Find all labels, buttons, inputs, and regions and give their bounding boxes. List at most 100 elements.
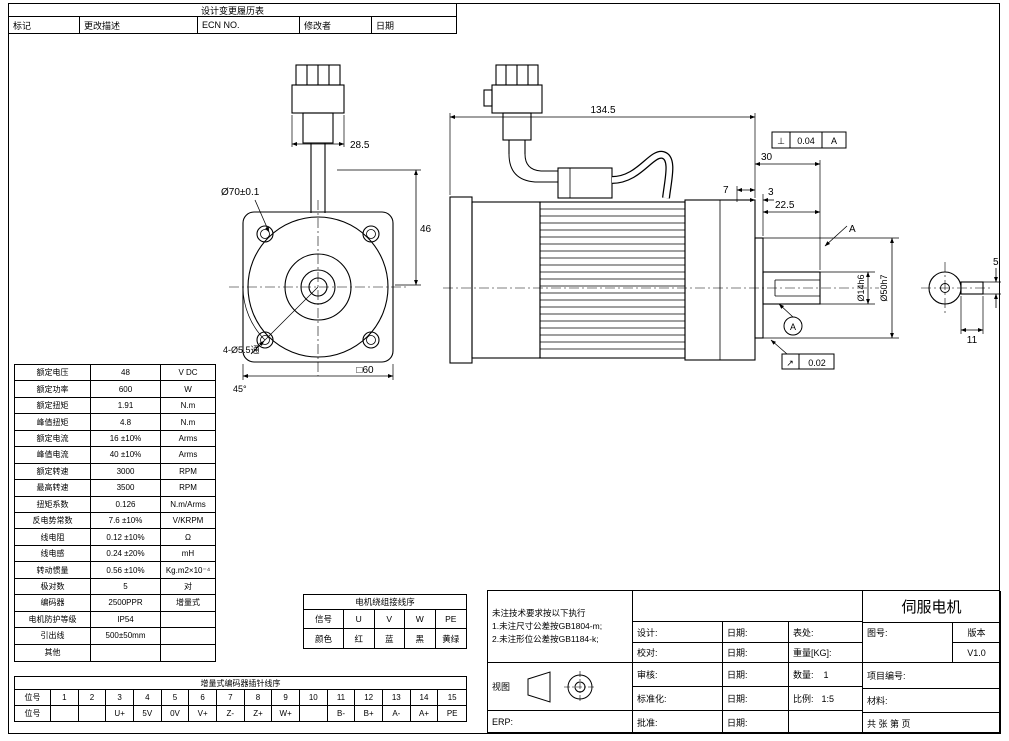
erp-label: ERP: [492,717,514,727]
version-value-cell: V1.0 [953,643,1001,663]
dim-rear-step: 7 [723,185,729,196]
quantity-label: 数量: [793,670,814,680]
spec-value: 40 ±10% [91,447,161,464]
shaft-section-view: 5 11 [921,257,1001,346]
runout-icon: ↗ [786,358,794,368]
scale-cell: 比例: 1:5 [789,687,863,711]
flange-plate [449,196,473,364]
connector-body-front [291,84,345,114]
wiring-row-label: 颜色 [304,629,344,648]
quantity-cell: 数量: 1 [789,663,863,687]
spec-unit: Ω [161,529,215,546]
revision-header-modifier: 修改者 [300,17,372,33]
revision-table-title: 设计变更履历表 [9,4,456,17]
side-view [449,64,821,364]
wiring-signal: PE [435,610,466,629]
view-cell: 视图 [488,663,633,711]
surface-label: 表处: [793,627,814,638]
dim-shaft-total: 30 [761,152,773,163]
approver-cell: 批准: [633,711,723,734]
encoder-pin: 3 [106,690,134,706]
runout-value: 0.02 [808,358,826,368]
connector-latch [483,89,493,107]
product-name-cell: 伺服电机 [863,591,1001,623]
engineering-drawing: 28.5 Ø70±0.1 46 4-Ø5.5通 45° □60 [221,64,1001,394]
encoder-pin: 14 [410,690,439,706]
spec-name: 线电感 [15,545,91,563]
encoder-signal [79,705,107,721]
spec-value: 0.24 ±20% [91,545,161,563]
spec-value: 7.6 ±10% [91,513,161,530]
encoder-pin: 15 [438,690,466,706]
spec-unit [161,645,215,661]
standardize-label: 标准化: [637,694,667,704]
spec-unit: RPM [161,480,215,497]
revision-header-mark: 标记 [9,17,80,33]
spec-unit: N.m [161,414,215,431]
spec-value: 48 [91,365,161,382]
section-balloon-label: A [790,322,796,332]
encoder-row-label: 位号 [15,690,51,706]
auditor-label: 审核: [637,670,658,680]
encoder-signal: 5V [134,705,162,721]
spec-value: 500±50mm [91,628,161,645]
perpendicularity-icon: ⊥ [777,136,785,146]
drawing-no-cell: 图号: [863,623,953,663]
dim-pilot-diameter: Ø70±0.1 [221,187,260,198]
spec-name: 最高转速 [15,480,91,497]
spec-unit: RPM [161,464,215,481]
spec-name: 额定转速 [15,463,91,481]
title-block: 未注技术要求按以下执行 1.未注尺寸公差按GB1804-m; 2.未注形位公差按… [487,590,1001,734]
front-housing [471,201,541,359]
encoder-pin: 11 [327,690,356,706]
encoder-pin: 9 [272,690,300,706]
perpendicularity-value: 0.04 [797,136,815,146]
spec-value: 1.91 [91,397,161,415]
spec-unit [161,628,215,645]
spec-value: IP54 [91,611,161,629]
dim-total-length: 134.5 [590,105,615,116]
dim-hole-angle: 45° [233,384,247,394]
revision-header-ecn: ECN NO. [198,17,300,33]
dim-mounting-holes: 4-Ø5.5通 [223,345,260,355]
spec-name: 峰值扭矩 [15,414,91,431]
wiring-signal: V [374,610,405,629]
first-angle-projection-icon [527,670,597,703]
spec-unit: N.m [161,398,215,415]
wiring-color: 蓝 [375,629,405,648]
encoder-pin: 13 [382,690,411,706]
dim-spigot-width: 3 [768,187,774,198]
revision-header-date: 日期 [376,20,395,31]
spec-name: 引出线 [15,628,91,645]
wiring-signal: W [405,610,436,629]
wiring-row-label: 信号 [304,610,344,629]
technical-notes: 未注技术要求按以下执行 1.未注尺寸公差按GB1804-m; 2.未注形位公差按… [488,591,633,663]
shaft [762,271,821,305]
erp-cell: ERP: [488,711,633,734]
wiring-color: 黑 [405,629,436,648]
date-label: 日期: [727,670,748,680]
scale-label: 比例: [793,694,814,704]
spec-value: 3000 [91,463,161,481]
connector-stem-front [302,112,334,144]
date-cell: 日期: [723,711,789,734]
spec-name: 极对数 [15,578,91,596]
encoder-pin: 6 [189,690,217,706]
weight-cell: 重量[KG]: [789,643,863,663]
spec-value [91,644,161,661]
encoder-pin: 2 [78,690,107,706]
version-value: V1.0 [967,647,986,658]
spec-unit [161,612,215,629]
perpendicularity-datum: A [831,136,837,146]
sheet-info-cell: 共 张 第 页 [863,713,1001,734]
weight-label: 重量[KG]: [793,648,832,658]
revision-table: 设计变更履历表 标记 更改描述 ECN NO. 修改者 日期 [8,3,457,34]
designer-label: 设计: [637,627,658,638]
cable-gland-block [557,167,613,199]
empty-cell [633,591,863,622]
spec-unit: W [161,381,215,398]
side-dimensions: 134.5 ⊥ 0.04 A 30 7 3 22.5 Ø14h6 [449,105,899,370]
view-label: 视图 [492,682,511,692]
material-cell: 材料: [863,689,1001,713]
date-cell: 日期: [723,622,789,643]
